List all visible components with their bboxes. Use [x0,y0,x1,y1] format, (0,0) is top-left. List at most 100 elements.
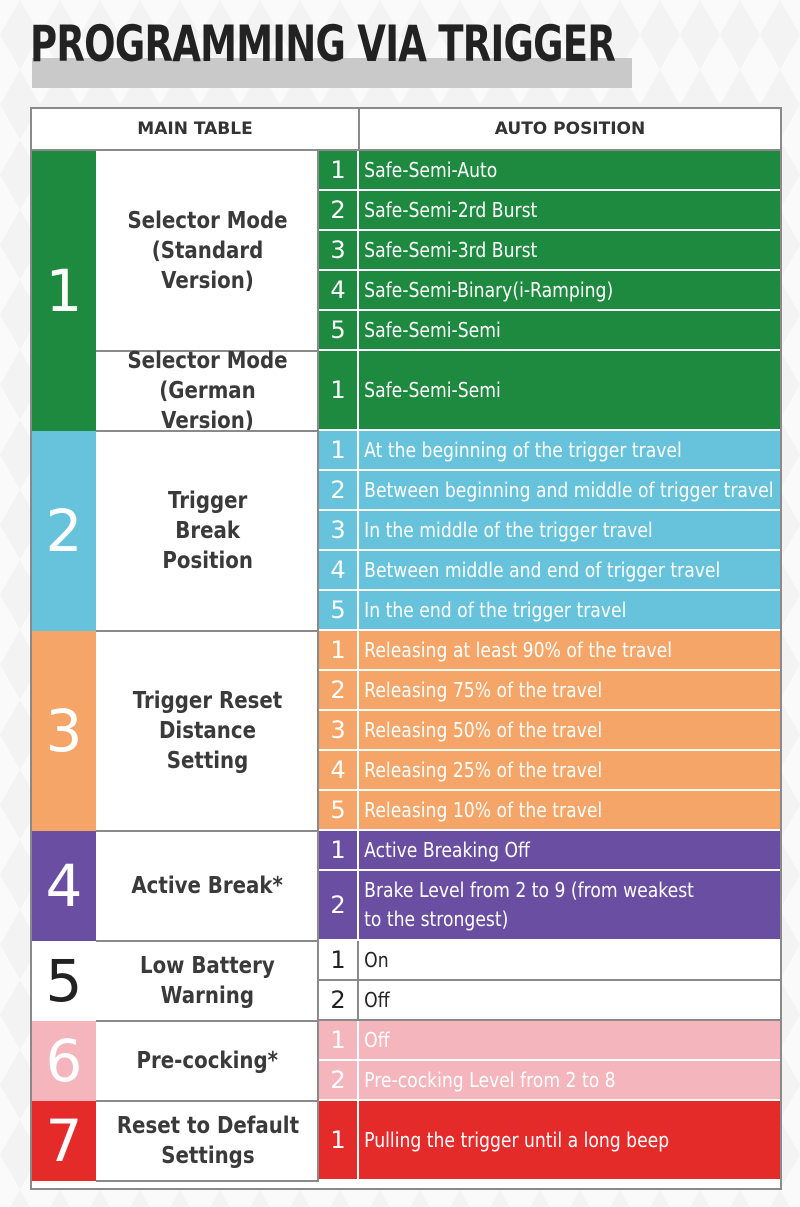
header-main-table: MAIN TABLE [32,109,358,149]
section-divider [96,940,319,942]
section-divider [96,830,319,832]
setting-label-text: Reset to Default Settings [116,1113,299,1169]
option-text: Safe-Semi-Semi [364,377,501,402]
option-text: On [364,947,389,972]
title-underline [32,58,632,88]
option-number: 2 [319,471,359,509]
setting-label: Active Break* [96,831,319,941]
setting-label-text: Trigger Break Position [162,488,253,574]
option-text: Releasing at least 90% of the travel [364,637,673,662]
option-number: 1 [319,1101,359,1179]
option-number: 2 [319,981,359,1019]
section-number-3: 3 [32,631,96,831]
section-number-4: 4 [32,831,96,941]
option-number: 4 [319,271,359,309]
header-main-table-label: MAIN TABLE [137,119,253,139]
column-divider [317,631,319,831]
option-text: In the end of the trigger travel [364,597,627,622]
setting-label-text: Selector Mode (Standard Version) [127,208,288,294]
option-text: In the middle of the trigger travel [364,517,653,542]
option-number: 2 [319,191,359,229]
option-text: Between middle and end of trigger travel [364,557,721,582]
option-number: 5 [319,591,359,629]
option-number: 1 [319,431,359,469]
column-divider [317,1101,319,1181]
column-divider [317,831,319,941]
option-number: 1 [319,1021,359,1059]
setting-label-text: Selector Mode (German Version) [127,348,288,434]
setting-label: Pre-cocking* [96,1021,319,1101]
option-number: 2 [319,671,359,709]
header-auto-position: AUTO POSITION [360,109,780,149]
option-number: 1 [319,631,359,669]
setting-label-text: Active Break* [131,873,284,899]
setting-label: Low Battery Warning [96,941,319,1021]
option-number: 5 [319,311,359,349]
column-divider [317,941,319,1021]
section-divider [96,1180,319,1182]
option-text: Pulling the trigger until a long beep [364,1127,670,1152]
section-number-1: 1 [32,151,96,431]
option-text: Safe-Semi-Semi [364,317,501,342]
header-auto-position-label: AUTO POSITION [494,119,646,139]
section-divider [96,430,319,432]
setting-label: Selector Mode (Standard Version) [96,151,319,351]
option-text: Safe-Semi-3rd Burst [364,237,538,262]
option-text: Releasing 25% of the travel [364,757,603,782]
option-number: 3 [319,511,359,549]
page-title: PROGRAMMING VIA TRIGGER [30,15,616,73]
option-number: 1 [319,151,359,189]
option-text: Releasing 10% of the travel [364,797,603,822]
group-divider [96,350,319,352]
option-text: Between beginning and middle of trigger … [364,477,774,502]
section-divider [96,1100,319,1102]
section-divider [96,630,319,632]
option-text: Safe-Semi-2rd Burst [364,197,538,222]
option-number: 4 [319,751,359,789]
setting-label: Reset to Default Settings [96,1101,319,1181]
option-text: Off [364,987,390,1012]
column-divider [317,431,319,631]
setting-label-text: Low Battery Warning [140,953,275,1009]
option-text: At the beginning of the trigger travel [364,437,682,462]
option-text: Safe-Semi-Binary(i-Ramping) [364,277,614,302]
option-text: Releasing 75% of the travel [364,677,603,702]
option-text: Pre-cocking Level from 2 to 8 [364,1067,616,1092]
section-number-5: 5 [32,941,96,1021]
section-number-6: 6 [32,1021,96,1101]
column-divider [317,151,319,431]
setting-label: Trigger Break Position [96,431,319,631]
option-number: 1 [319,941,359,979]
header-bottom-line [32,149,780,151]
option-number: 3 [319,711,359,749]
option-number: 1 [319,351,359,429]
setting-label: Selector Mode (German Version) [96,348,319,434]
option-text: Safe-Semi-Auto [364,157,498,182]
option-text: Off [364,1027,390,1052]
option-number: 1 [319,831,359,869]
section-number-7: 7 [32,1101,96,1181]
option-number: 3 [319,231,359,269]
option-number: 5 [319,791,359,829]
